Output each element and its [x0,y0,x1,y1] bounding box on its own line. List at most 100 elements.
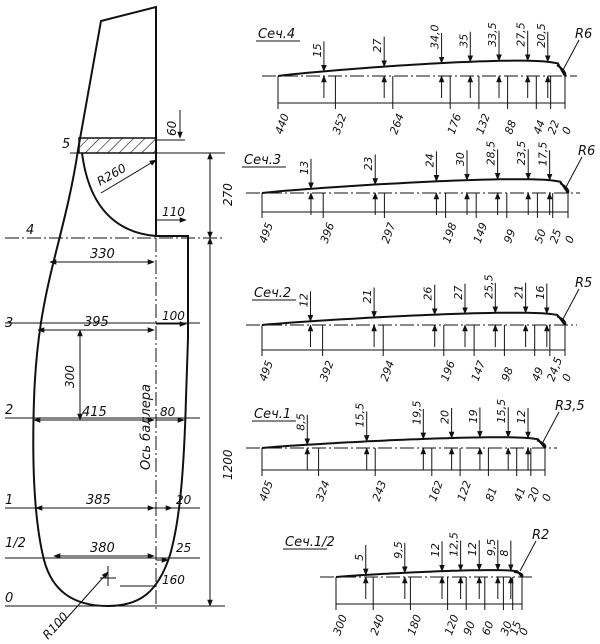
station-label: 294 [378,359,397,383]
radius-label: R100 [40,609,72,642]
station-label: 495 [257,221,276,245]
station-label: 50 [532,227,549,245]
height-label: 270 [221,183,235,206]
leading-edge-arc [536,439,547,449]
radius-leader [565,156,583,188]
station-label: 3 [5,316,13,331]
section-title: Сеч.2 [254,286,291,301]
station-label: 120 [442,613,461,637]
thickness-label: 23,5 [515,141,528,166]
thickness-label: 21 [361,289,374,303]
width-label: 385 [86,493,111,508]
station-label: 264 [387,112,406,136]
station-label: 405 [257,479,276,503]
station-label: 243 [370,479,389,503]
height-label: 300 [63,365,77,388]
station-label: 88 [502,118,519,136]
station-label: 324 [313,479,332,503]
width-label: 380 [90,541,115,556]
thickness-label: 15,5 [354,403,367,428]
offset-label: 60 [165,120,179,136]
station-label: 30 [498,619,515,637]
station-label: 60 [479,619,496,637]
rudder-planform: 5 4 3 2 1 1/2 0 330 395 415 385 380 60 1… [5,5,235,642]
thickness-label: 15 [311,43,324,57]
station-label: 0 [540,492,555,503]
station-label: 392 [317,359,336,383]
thickness-label: 19,5 [410,400,423,425]
thickness-label: 12 [515,410,528,424]
thickness-label: 27 [452,286,465,300]
width-label: 395 [84,315,109,330]
radius-leader [519,540,537,572]
radius-label: R6 [578,144,595,159]
leading-edge-arc [513,571,524,578]
thickness-label: 26 [422,287,435,301]
radius-leader [562,288,580,320]
station-label: 90 [461,619,478,637]
thickness-label: 12 [429,543,442,557]
thickness-label: 16 [534,286,547,300]
station-label: 44 [531,118,548,136]
thickness-label: 9,5 [485,539,498,557]
station-label: 149 [471,221,490,245]
thickness-label: 35 [457,34,470,48]
thickness-label: 17,5 [537,142,550,167]
height-label: 1200 [221,449,235,480]
thickness-label: 23 [362,157,375,171]
rudder-outline [32,5,189,608]
station-label: 0 [517,626,532,637]
width-label: 415 [82,405,107,420]
thickness-label: 8,5 [294,413,307,431]
station-label: 196 [438,359,457,383]
radius-leader [542,411,560,443]
station-label: 176 [445,112,464,136]
station-label: 15 [507,619,524,637]
thickness-label: 12 [466,542,479,556]
station-label: 0 [563,234,578,245]
station-label: 162 [426,479,445,503]
station-label: 98 [499,365,516,383]
section-title: Сеч.3 [244,153,281,168]
offset-label: 110 [162,205,185,219]
station-label: 1 [5,493,13,508]
station-label: 22 [545,118,562,136]
station-label: 495 [257,359,276,383]
offset-label: 100 [162,309,185,323]
station-label: 41 [511,485,528,503]
leading-edge-arc [556,64,567,77]
thickness-label: 24 [423,153,436,167]
radius-label: R2 [532,528,549,543]
station-label: 81 [483,485,500,503]
leading-edge-arc [559,182,570,194]
station-label: 396 [318,221,337,245]
offset-label: 160 [162,573,185,587]
thickness-label: 28,5 [485,141,498,166]
station-label: 1/2 [5,536,26,551]
profile-curve [277,59,566,77]
thickness-label: 9,5 [392,541,405,559]
thickness-label: 5 [353,554,366,561]
thickness-label: 33,5 [486,22,499,47]
thickness-label: 25,5 [482,274,495,299]
thickness-label: 12 [297,293,310,307]
station-label: 0 [560,372,575,383]
thickness-label: 19 [467,409,480,423]
station-label: 2 [5,403,13,418]
radius-leader [562,39,580,71]
thickness-label: 12,5 [448,532,461,557]
offset-label: 20 [176,493,192,507]
station-label: 132 [474,112,493,136]
r260-arc [81,152,157,237]
station-label: 25 [547,227,564,245]
leading-edge-arc [556,315,567,326]
thickness-label: 27 [371,39,384,53]
station-label: 99 [501,227,518,245]
section-title: Сеч.1 [254,407,291,422]
thickness-label: 20,5 [535,23,548,48]
